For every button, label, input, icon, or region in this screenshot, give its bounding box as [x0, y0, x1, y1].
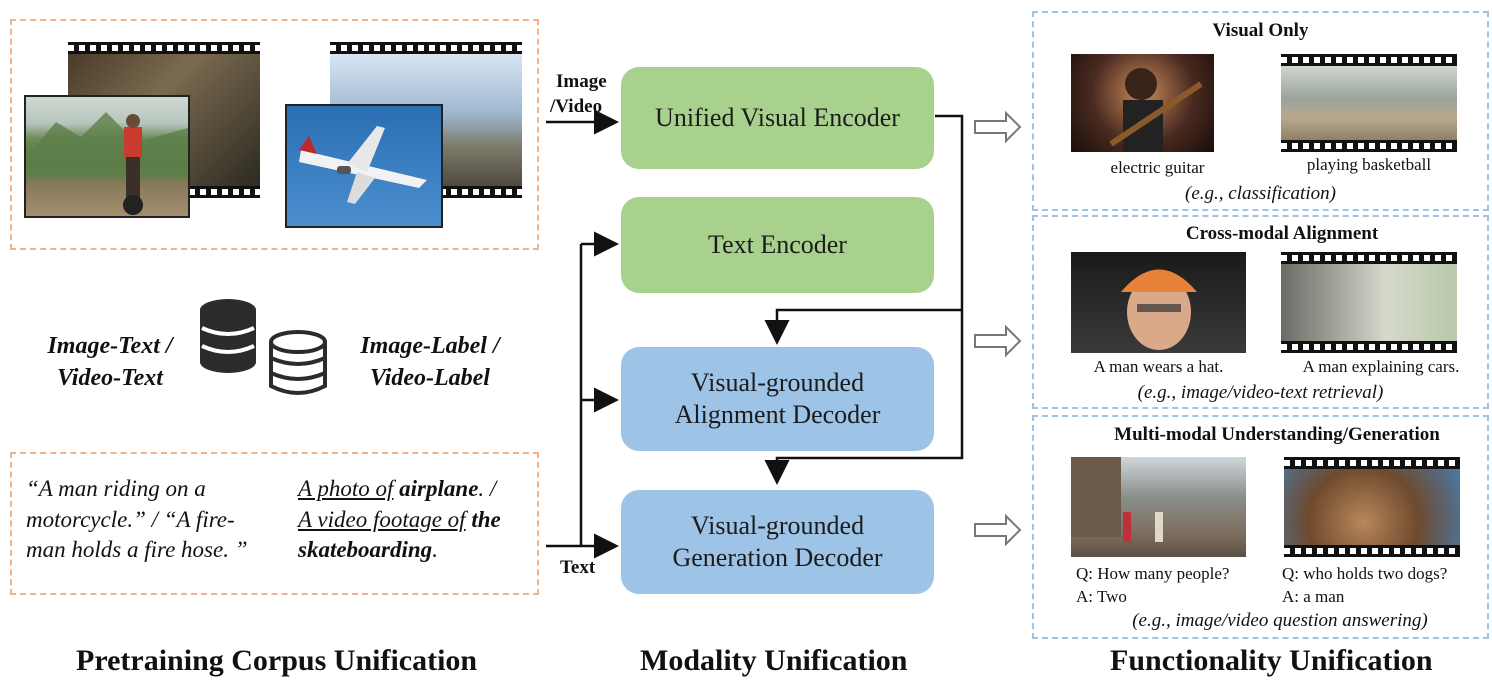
street-qa: Q: How many people?A: Two: [1076, 564, 1230, 606]
visual-only-example: (e.g., classification): [1185, 183, 1336, 204]
text-input-label: Text: [560, 557, 596, 578]
visual-only-title: Visual Only: [1212, 20, 1309, 41]
image-video-input-label: Image /Video: [550, 71, 607, 117]
cross-modal-example: (e.g., image/video-text retrieval): [1137, 382, 1384, 403]
text-corpus-box: [10, 452, 539, 595]
text-encoder: Text Encoder: [621, 197, 934, 293]
guitar-caption: electric guitar: [1110, 158, 1205, 177]
functionality-section-title: Functionality Unification: [1110, 644, 1433, 677]
label-corpus-text: A photo of airplane. / A video footage o…: [298, 476, 501, 563]
guitar-image: [1071, 54, 1214, 152]
image-text-label: Image-Text /Video-Text: [47, 333, 173, 392]
cross-modal-panel: [1032, 215, 1489, 409]
hat-man-caption: A man wears a hat.: [1093, 357, 1224, 376]
cross-modal-title: Cross-modal Alignment: [1185, 223, 1379, 244]
car-video: [1281, 252, 1457, 353]
street-image: [1071, 457, 1246, 557]
caption-corpus-text: “A man riding on a motorcycle.” / “A fir…: [26, 476, 248, 563]
basketball-video: [1281, 54, 1457, 152]
multimodal-title: Multi-modal Understanding/Generation: [1114, 424, 1440, 445]
dogs-qa: Q: who holds two dogs?A: a man: [1282, 564, 1448, 606]
multimodal-example: (e.g., image/video question answering): [1132, 610, 1428, 631]
database-icon: [198, 296, 272, 382]
multimodal-panel: [1032, 415, 1489, 639]
unified-visual-encoder: Unified Visual Encoder: [621, 67, 934, 169]
hat-man-image: [1071, 252, 1246, 353]
basketball-caption: playing basketball: [1306, 155, 1432, 174]
hollow-arrow-icons: [974, 110, 1022, 547]
modality-section-title: Modality Unification: [640, 644, 908, 677]
car-caption: A man explaining cars.: [1302, 357, 1460, 376]
motorcycle-image: [24, 95, 190, 218]
dogs-video: [1284, 457, 1460, 557]
visual-only-panel: [1032, 11, 1489, 211]
image-label-label: Image-Label /Video-Label: [360, 333, 500, 392]
pretraining-section-title: Pretraining Corpus Unification: [76, 644, 478, 677]
database-outline-icon: [268, 330, 334, 400]
visual-corpus-box: [10, 19, 539, 250]
airplane-image: [285, 104, 443, 228]
